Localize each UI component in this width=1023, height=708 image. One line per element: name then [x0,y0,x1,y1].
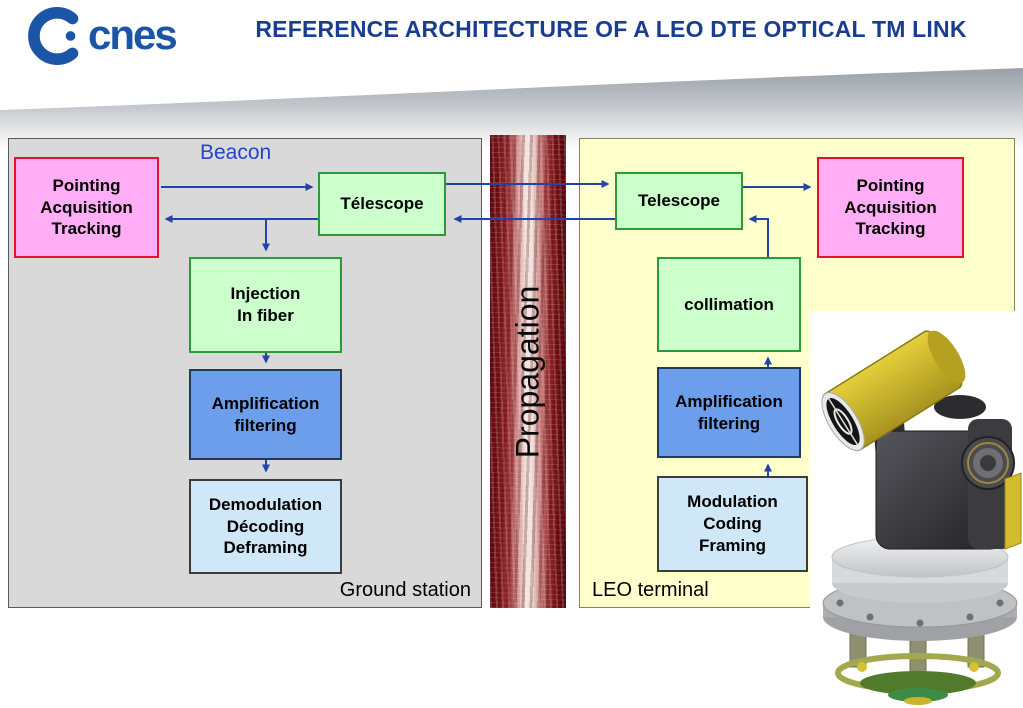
slide-title: REFERENCE ARCHITECTURE OF A LEO DTE OPTI… [255,16,967,42]
injection-in-fiber-box: Injection In fiber [189,257,342,353]
ground-amplification-filtering-box: Amplification filtering [189,369,342,460]
propagation-channel: Propagation [490,135,566,608]
telescope-gimbal-illustration [821,330,1022,705]
leo-telescope-box: Telescope [615,172,743,230]
demodulation-decoding-deframing-box: Demodulation Décoding Deframing [189,479,342,574]
leo-amplification-filtering-box: Amplification filtering [657,367,801,458]
ground-telescope-box: Télescope [318,172,446,236]
cnes-logo-text: cnes [88,11,178,58]
header-swoosh-decoration [0,68,1023,150]
beacon-label: Beacon [200,141,272,164]
cnes-logo: cnes [28,4,178,66]
cnes-logo-icon [28,6,79,65]
collimation-box: collimation [657,257,801,352]
propagation-label: Propagation [509,285,546,458]
modulation-coding-framing-box: Modulation Coding Framing [657,476,808,572]
leo-terminal-3d-render [810,311,1023,708]
leo-pointing-acquisition-tracking-box: Pointing Acquisition Tracking [817,157,964,258]
ground-pointing-acquisition-tracking-box: Pointing Acquisition Tracking [14,157,159,258]
leo-terminal-label: LEO terminal [592,579,709,601]
ground-station-label: Ground station [339,579,471,601]
